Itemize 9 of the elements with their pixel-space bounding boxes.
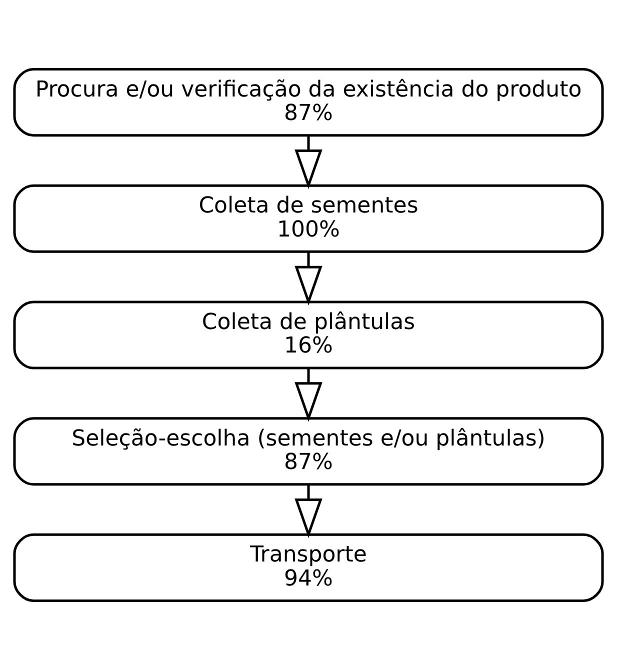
arrow	[294, 368, 322, 422]
arrow	[294, 135, 322, 190]
node-box: Procura e/ou verificação da existência do produto 87%	[13, 68, 604, 137]
node-box: Transporte 94%	[13, 533, 604, 602]
node-box: Seleção-escolha (sementes e/ou plântulas) 87%	[13, 417, 604, 486]
node-box: Coleta de plântulas 16%	[13, 300, 604, 370]
arrow	[294, 484, 322, 538]
node-box: Coleta de sementes 100%	[13, 184, 604, 253]
arrow	[294, 252, 322, 306]
